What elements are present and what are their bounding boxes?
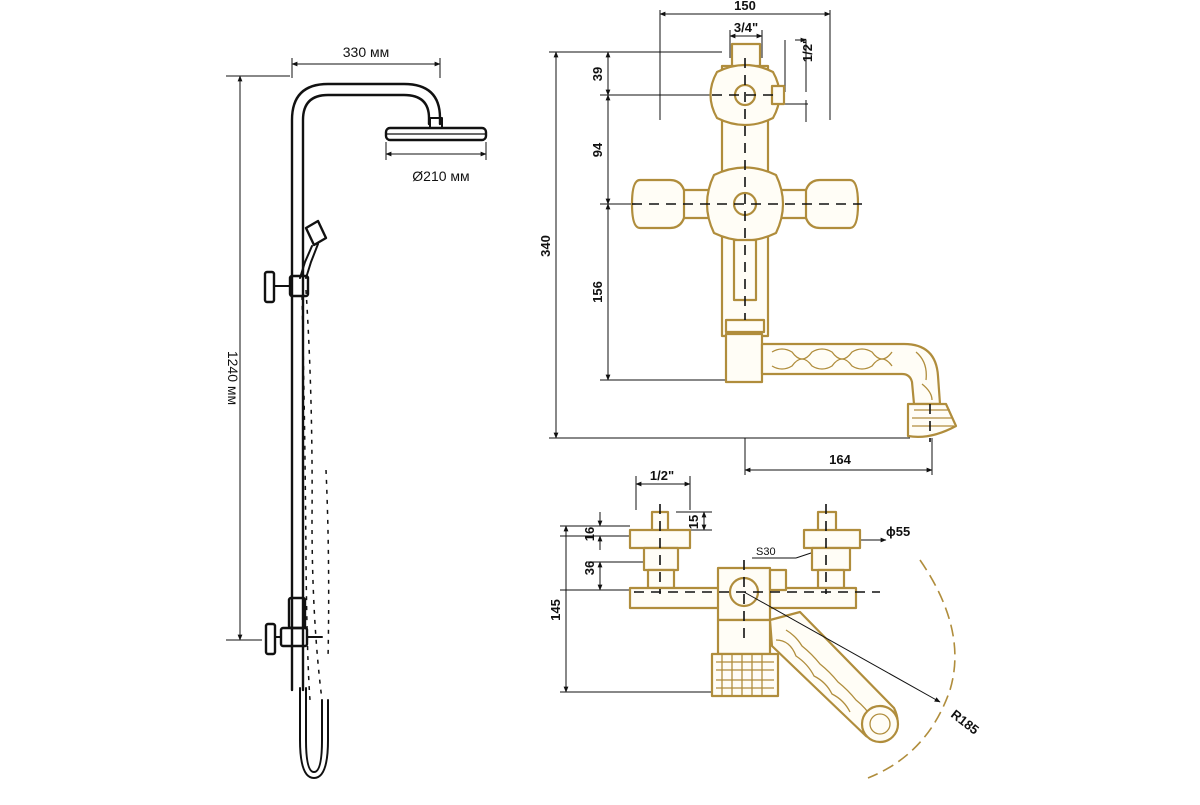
top-centerlines (634, 504, 880, 642)
s30-label: S30 (756, 546, 776, 558)
radius-label: R185 (948, 707, 982, 738)
shower-head (384, 117, 488, 142)
spout-reach-dimension: 164 (744, 452, 933, 473)
swing-arc (867, 559, 956, 779)
spout-ornament (771, 348, 933, 401)
shower-width-dimension: 330 мм (291, 44, 441, 78)
front-height-dimension: 340 (538, 51, 559, 439)
mixer-front-view: 150 3/4" 1/2" 39 94 156 340 164 (538, 0, 958, 475)
slider-bracket (263, 270, 310, 304)
eccentric-connectors (628, 510, 862, 590)
dim-39-label: 39 (590, 67, 605, 81)
dim-156-label: 156 (590, 281, 605, 303)
outlet-thread-dimension: 1/2" (795, 37, 815, 62)
right-handle (802, 178, 860, 230)
dim-36-dimension: 36 (582, 561, 603, 591)
front-width-dimension: 150 (659, 0, 831, 17)
head-diameter-label: Ø210 мм (412, 168, 469, 184)
top-depth-dimension: 145 (548, 525, 569, 693)
outlet-thread-label: 1/2" (800, 38, 815, 62)
top-depth-label: 145 (548, 599, 563, 621)
shower-hose (301, 289, 330, 701)
hose-loop (299, 687, 329, 779)
dim-15-dimension: 15 (686, 511, 707, 531)
inlet-thread-dimension: 3/4" (729, 20, 763, 39)
top-pipe-dimension: 1/2" (635, 468, 691, 487)
bottom-diverter (264, 596, 323, 656)
dim-36-label: 36 (582, 561, 597, 575)
dim-94-label: 94 (590, 142, 605, 157)
dim-15-label: 15 (686, 515, 701, 529)
hand-shower (299, 219, 328, 279)
front-height-label: 340 (538, 235, 553, 257)
inlet-thread-label: 3/4" (734, 20, 758, 35)
shower-height-dimension: 1240 мм (225, 75, 290, 641)
top-knurled-cap (710, 618, 780, 698)
aerator-front (906, 402, 958, 438)
shower-riser-pipe (290, 82, 442, 692)
shower-system-drawing: 330 мм Ø210 мм (225, 44, 488, 779)
top-pipe-label: 1/2" (650, 468, 674, 483)
shower-width-label: 330 мм (343, 44, 390, 60)
head-diameter-dimension: Ø210 мм (385, 142, 487, 184)
front-width-label: 150 (734, 0, 756, 13)
dim-16-dimension: 16 (582, 512, 603, 550)
mixer-body-front (630, 42, 958, 438)
diameter-label: ϕ55 (886, 524, 910, 539)
shower-height-label: 1240 мм (225, 351, 241, 405)
front-centerlines (632, 58, 931, 442)
vertical-chain-dimension: 39 94 156 (590, 51, 611, 381)
spout-top (768, 610, 900, 744)
dim-16-label: 16 (582, 527, 597, 541)
mixer-top-view: 1/2" 15 16 36 145 S30 (548, 468, 982, 779)
spout-reach-label: 164 (829, 452, 851, 467)
